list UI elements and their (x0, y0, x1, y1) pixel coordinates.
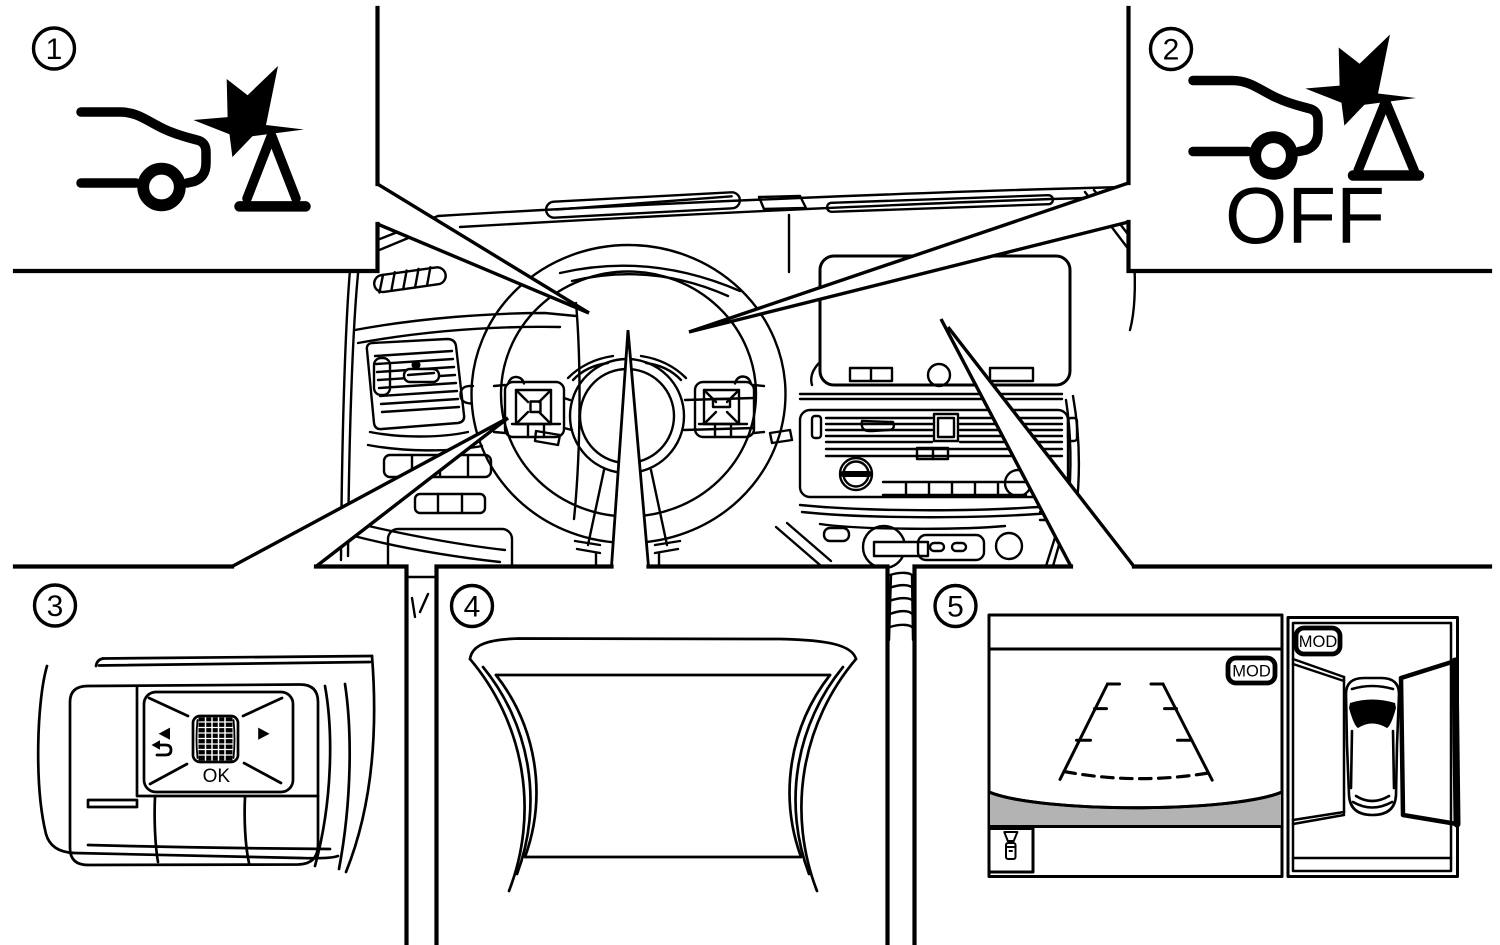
svg-text:OK: OK (203, 766, 231, 787)
svg-text:MOD: MOD (1232, 663, 1271, 681)
svg-text:MOD: MOD (1299, 633, 1338, 651)
svg-text:4: 4 (464, 591, 481, 624)
svg-text:2: 2 (1163, 34, 1180, 67)
svg-text:1: 1 (46, 33, 63, 66)
svg-text:OFF: OFF (1225, 171, 1385, 260)
svg-text:5: 5 (947, 591, 964, 624)
svg-text:3: 3 (47, 590, 64, 623)
